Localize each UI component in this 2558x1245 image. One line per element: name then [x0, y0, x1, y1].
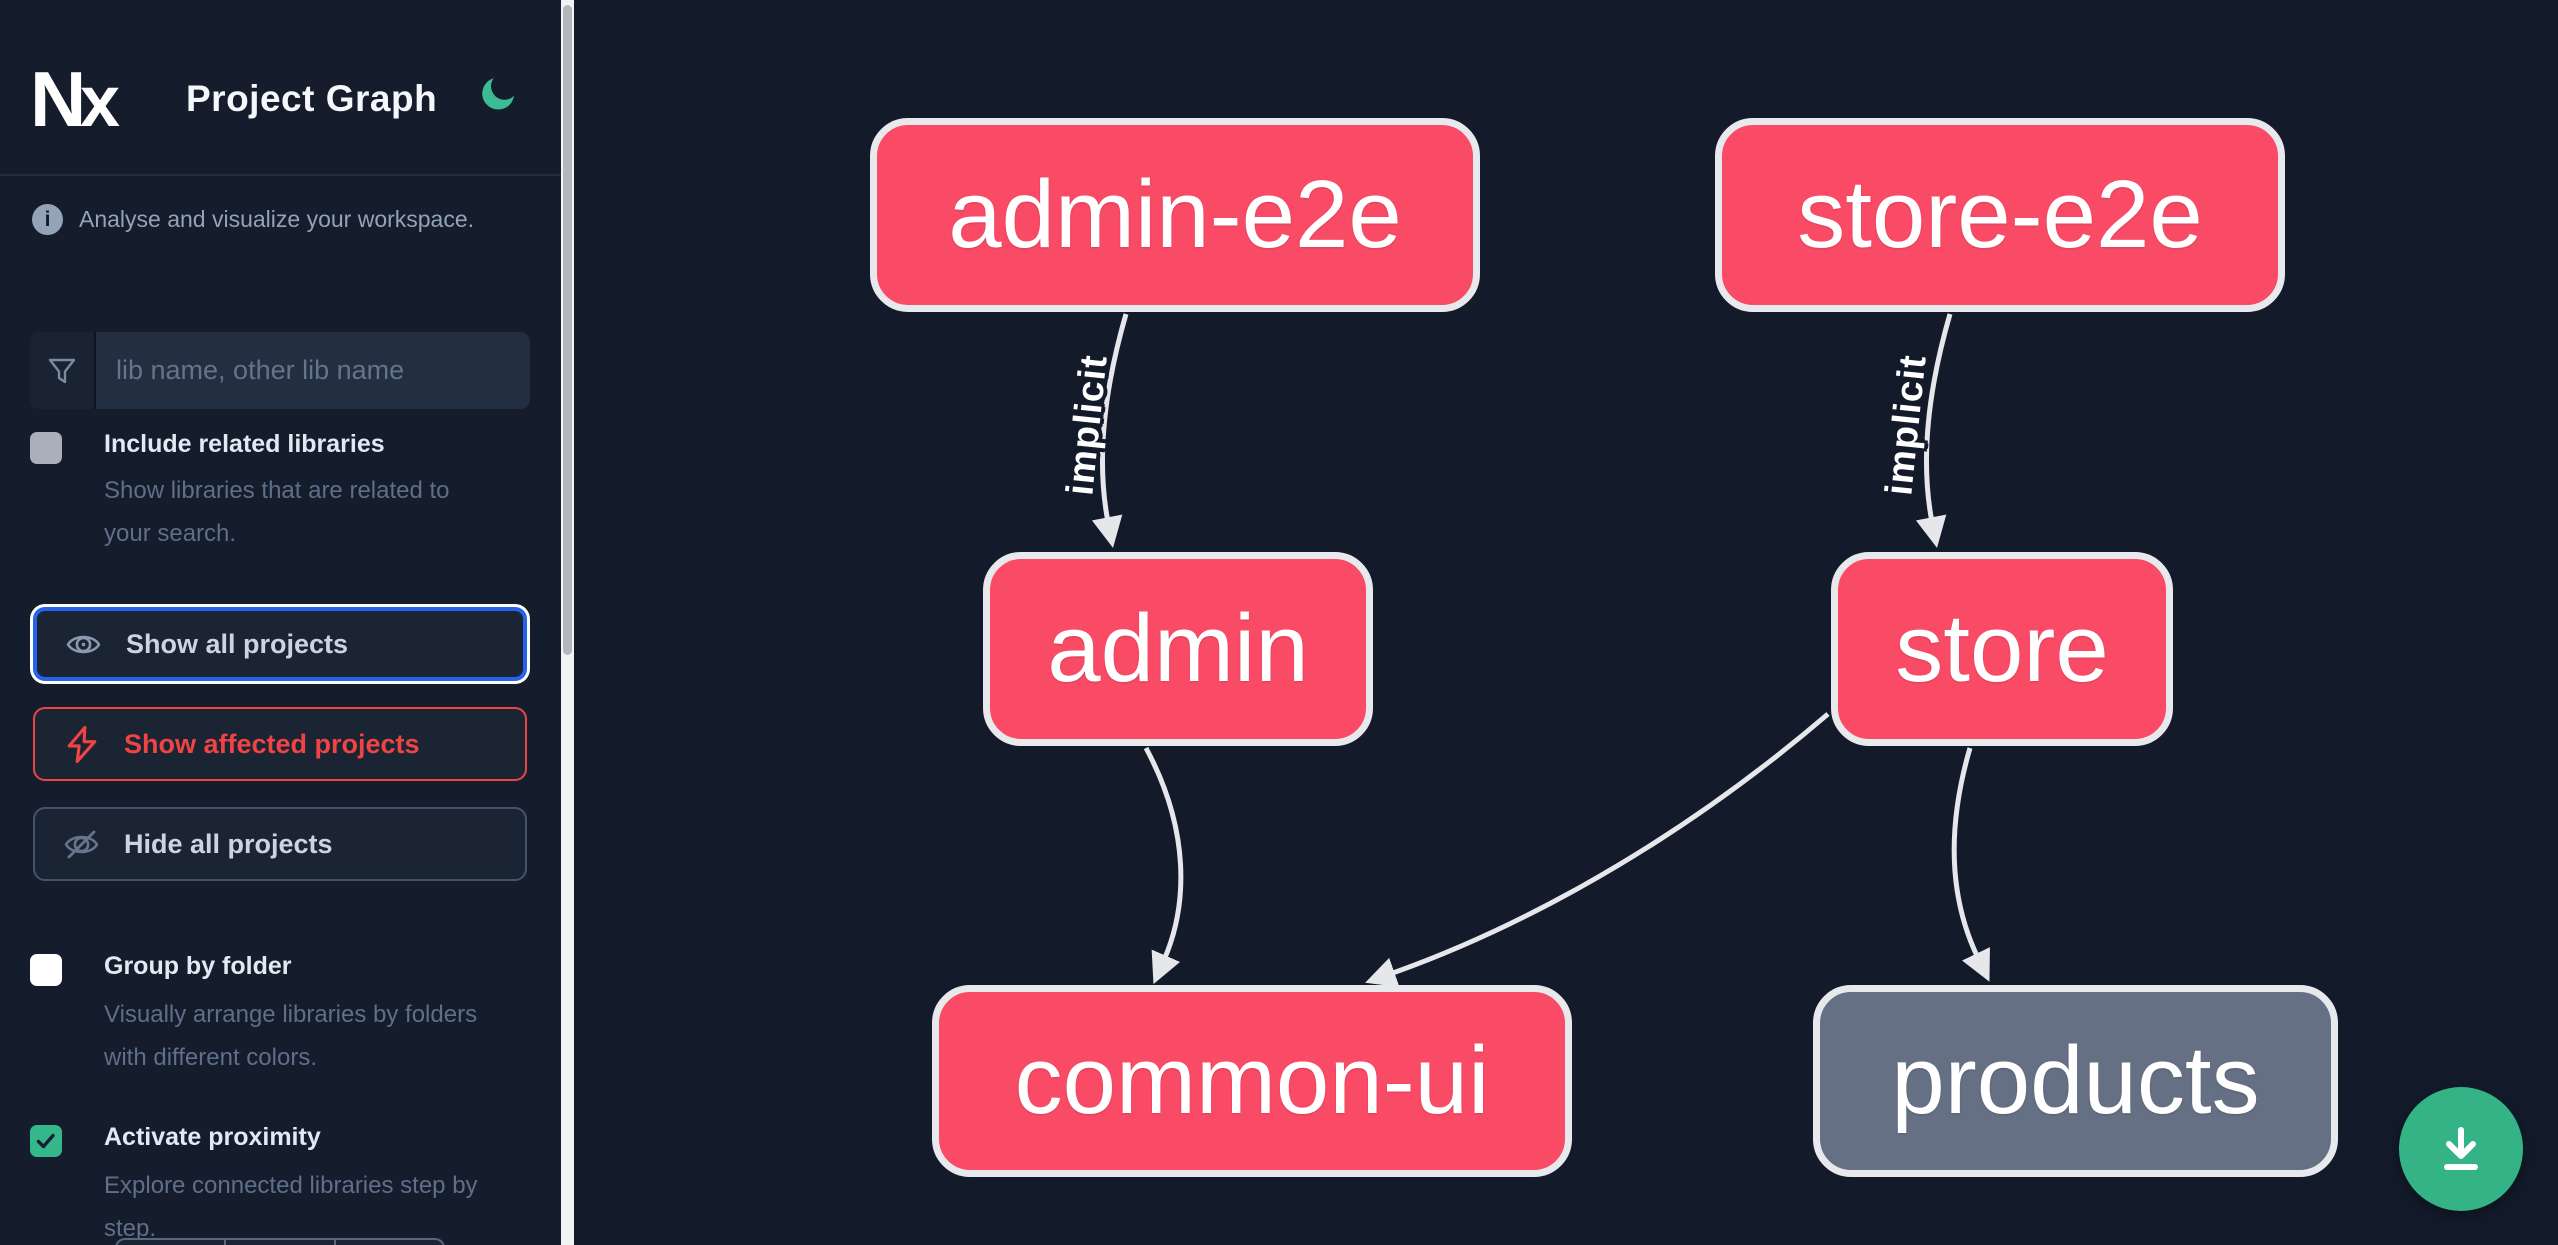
- svg-text:x: x: [80, 62, 120, 136]
- app-header: N x Project Graph: [0, 0, 561, 176]
- hide-all-projects-label: Hide all projects: [124, 828, 333, 859]
- stepper-segment: [336, 1240, 443, 1245]
- group-by-folder-description: Visually arrange libraries by folders wi…: [104, 1001, 478, 1071]
- stepper-segment: [226, 1240, 336, 1245]
- graph-node-admin-e2e[interactable]: admin-e2e: [870, 118, 1480, 312]
- activate-proximity-description: Explore connected libraries step by step…: [104, 1172, 478, 1242]
- sidebar-scrollbar-track[interactable]: [561, 0, 574, 1245]
- download-icon: [2444, 1127, 2478, 1170]
- show-all-projects-label: Show all projects: [126, 628, 349, 659]
- filter-icon-cell: [30, 332, 96, 409]
- theme-toggle-button[interactable]: [477, 75, 517, 115]
- graph-node-store[interactable]: store: [1831, 552, 2173, 746]
- hide-all-projects-button[interactable]: Hide all projects: [33, 807, 527, 881]
- filter-icon: [48, 358, 76, 383]
- sidebar-scrollbar-thumb[interactable]: [563, 5, 572, 655]
- moon-icon: [482, 78, 515, 110]
- bolt-icon: [63, 725, 100, 763]
- activate-proximity-label: Activate proximity: [104, 1123, 321, 1151]
- nx-logo-icon: N x: [30, 60, 120, 136]
- page-title: Project Graph: [186, 78, 438, 119]
- search-input[interactable]: [96, 332, 530, 409]
- download-graph-button[interactable]: [2399, 1087, 2523, 1211]
- group-by-folder-label: Group by folder: [104, 952, 292, 980]
- check-icon: [36, 1133, 55, 1149]
- option-activate-proximity: Activate proximity Explore connected lib…: [30, 1123, 540, 1245]
- stepper-segment: [117, 1240, 227, 1245]
- info-icon: i: [32, 204, 63, 235]
- workspace-intro: i Analyse and visualize your workspace.: [32, 204, 532, 235]
- include-related-label: Include related libraries: [104, 430, 385, 458]
- activate-proximity-checkbox[interactable]: [30, 1125, 62, 1157]
- graph-node-products[interactable]: products: [1813, 985, 2338, 1177]
- header-divider: [0, 174, 561, 176]
- graph-node-common-ui[interactable]: common-ui: [932, 985, 1572, 1177]
- group-by-folder-checkbox[interactable]: [30, 954, 62, 986]
- option-group-by-folder: Group by folder Visually arrange librari…: [30, 952, 540, 1102]
- option-include-related: Include related libraries Show libraries…: [30, 430, 540, 560]
- show-all-projects-button[interactable]: Show all projects: [33, 607, 527, 681]
- sidebar: N x Project Graph i Analyse and visualiz…: [0, 0, 561, 1245]
- intro-text: Analyse and visualize your workspace.: [79, 206, 475, 232]
- proximity-stepper-partial[interactable]: [115, 1238, 445, 1245]
- svg-text:N: N: [30, 60, 82, 136]
- include-related-checkbox[interactable]: [30, 432, 62, 464]
- eye-off-icon: [63, 826, 100, 863]
- search-box: [30, 332, 530, 409]
- graph-node-store-e2e[interactable]: store-e2e: [1715, 118, 2285, 312]
- graph-node-admin[interactable]: admin: [983, 552, 1373, 746]
- include-related-description: Show libraries that are related to your …: [104, 477, 450, 547]
- show-affected-projects-label: Show affected projects: [124, 728, 420, 759]
- show-affected-projects-button[interactable]: Show affected projects: [33, 707, 527, 781]
- eye-icon: [65, 626, 102, 663]
